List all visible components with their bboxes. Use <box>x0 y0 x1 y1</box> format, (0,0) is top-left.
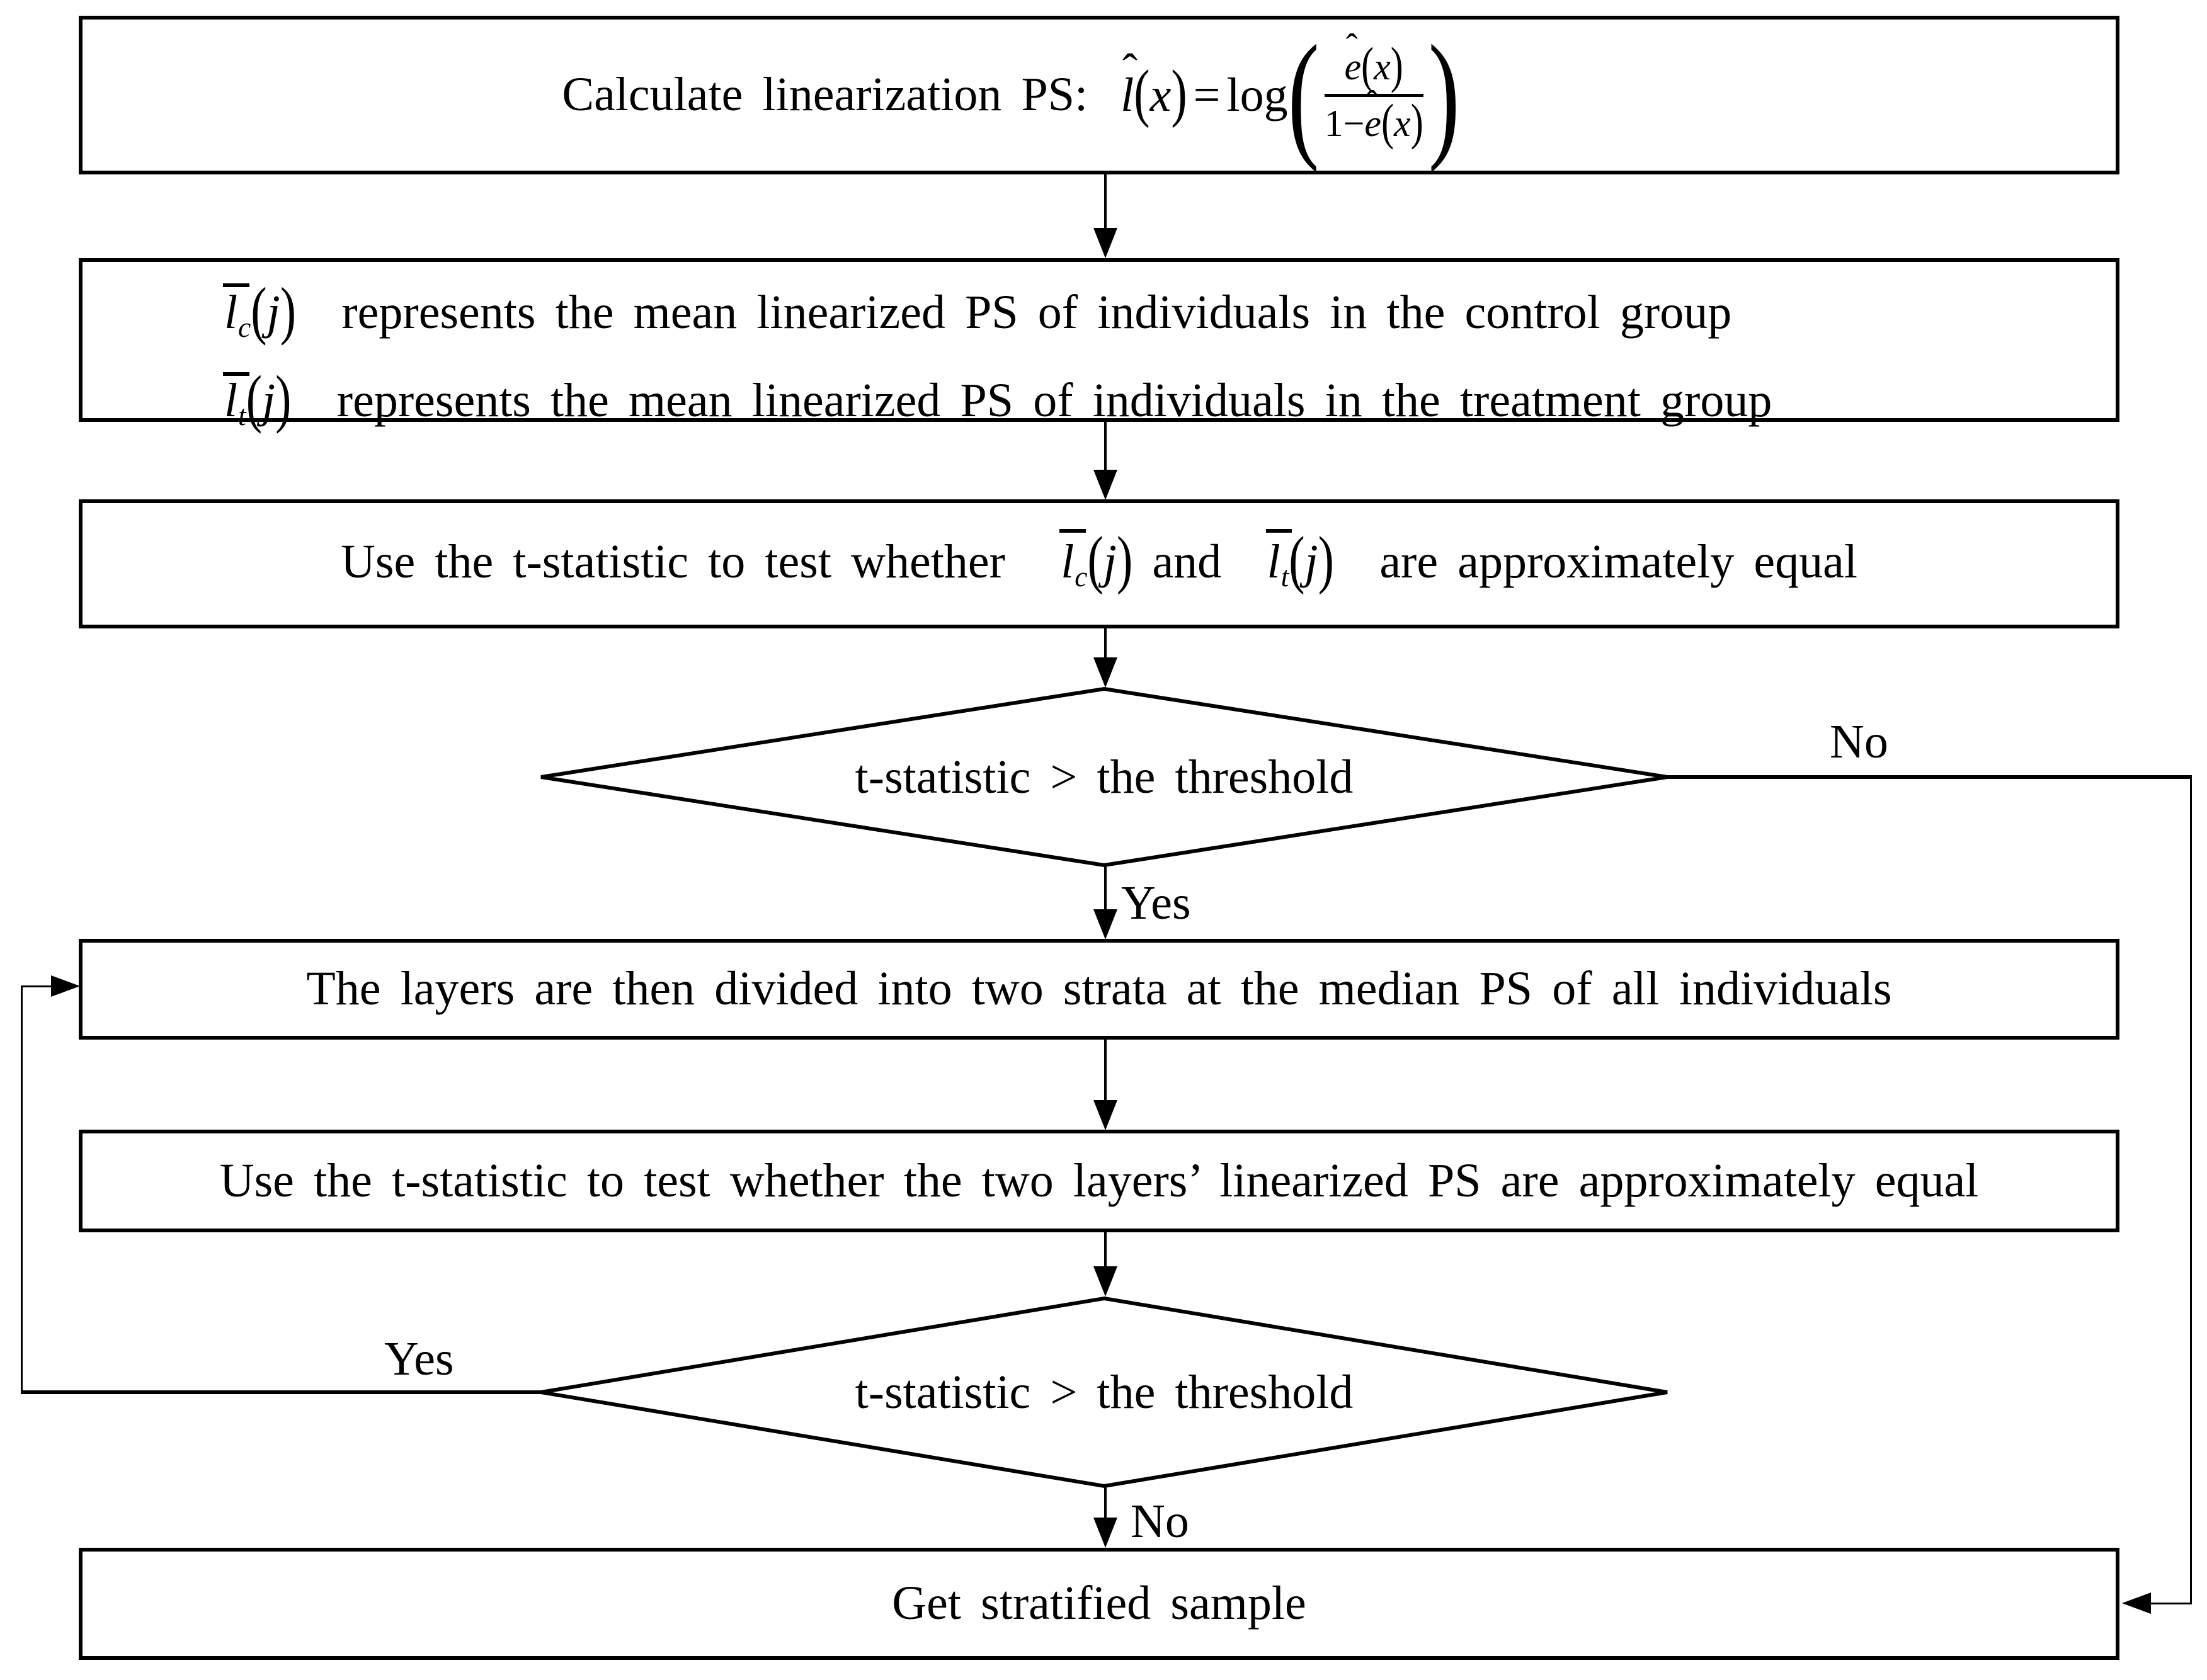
no-path-horizontal <box>1667 775 2192 779</box>
arrowhead-divide-to-test2 <box>1093 1100 1117 1130</box>
ttest-layers-text: Use the t-statistic to test whether the … <box>219 1154 1979 1207</box>
step-ttest-layers: Use the t-statistic to test whether the … <box>79 1130 2119 1232</box>
divide-strata-text: The layers are then divided into two str… <box>306 962 1892 1016</box>
decision-1-yes-label: Yes <box>1121 877 1191 929</box>
decision-1-no-label: No <box>1830 715 1888 768</box>
decision-2-no-label: No <box>1131 1495 1189 1548</box>
math-l-bar-c: lc(j) <box>1059 524 1133 596</box>
math-equals: = <box>1193 68 1221 122</box>
decision-2-yes-label: Yes <box>384 1332 454 1385</box>
arrowhead-decision1-to-divide <box>1093 909 1117 939</box>
yes-loop-horizontal <box>21 1390 542 1394</box>
decision-diamond-shape <box>540 1296 1668 1489</box>
connector-test1-to-decision1 <box>1104 628 1107 661</box>
math-l-bar-c: lc(j) <box>222 275 297 347</box>
arrowhead-calc-to-define <box>1093 228 1117 258</box>
connector-define-to-test1 <box>1104 422 1107 474</box>
yes-loop-vertical <box>21 985 23 1392</box>
connector-decision2-to-result <box>1104 1487 1107 1521</box>
math-log: log <box>1226 68 1288 122</box>
connector-test2-to-decision2 <box>1104 1232 1107 1269</box>
decision-threshold-2: t-statistic > the threshold <box>539 1296 1670 1489</box>
define-line-treatment: lt(j) represents the mean linearized PS … <box>222 363 1772 435</box>
connector-divide-to-test2 <box>1104 1040 1107 1103</box>
define-line-control: lc(j) represents the mean linearized PS … <box>222 275 1732 347</box>
arrowhead-decision2-to-result <box>1093 1518 1117 1548</box>
arrowhead-test2-to-decision2 <box>1093 1266 1117 1297</box>
math-l-bar-t: lt(j) <box>1265 524 1334 596</box>
step-divide-strata: The layers are then divided into two str… <box>79 939 2119 1040</box>
step-calculate-label: Calculate linearization PS: <box>562 68 1088 122</box>
fraction-bar <box>1324 93 1423 97</box>
no-path-into-result <box>2150 1603 2192 1604</box>
ttest-groups-text: Use the t-statistic to test whether lc(j… <box>341 524 1857 596</box>
step-get-stratified-sample: Get stratified sample <box>79 1548 2119 1660</box>
math-l-bar-t: lt(j) <box>222 363 292 435</box>
decision-2-text: t-statistic > the threshold <box>855 1365 1354 1419</box>
arrowhead-test1-to-decision1 <box>1093 657 1117 688</box>
step-define-means: lc(j) represents the mean linearized PS … <box>79 258 2119 431</box>
decision-1-text: t-statistic > the threshold <box>855 750 1354 803</box>
decision-diamond-shape <box>540 686 1668 868</box>
step-ttest-groups: Use the t-statistic to test whether lc(j… <box>79 499 2119 628</box>
arrowhead-yes-into-divide <box>51 975 80 997</box>
arrowhead-define-to-test1 <box>1093 470 1117 500</box>
yes-loop-into-divide <box>21 985 52 987</box>
result-text: Get stratified sample <box>892 1577 1306 1630</box>
connector-calc-to-define <box>1104 174 1107 232</box>
decision-threshold-1: t-statistic > the threshold <box>539 686 1670 868</box>
arrowhead-no-into-result <box>2122 1592 2151 1614</box>
no-path-vertical <box>2190 775 2192 1604</box>
connector-decision1-to-divide <box>1104 866 1107 913</box>
